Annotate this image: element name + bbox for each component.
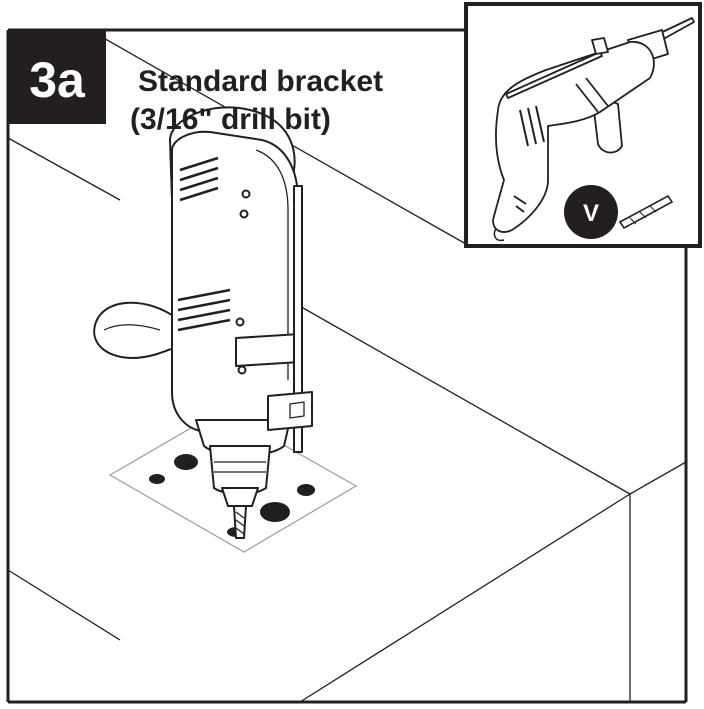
step-number: 3a: [29, 52, 86, 108]
template-hole: [149, 474, 165, 484]
drill-inset-icon: [492, 17, 695, 242]
title-line-1: Standard bracket: [138, 65, 383, 98]
callout-label: V: [583, 200, 599, 227]
drill-bit-icon: [618, 194, 674, 230]
concrete-slab: [7, 35, 687, 703]
step-badge: 3a: [8, 30, 106, 124]
template-hole: [260, 502, 290, 522]
template-hole: [297, 484, 315, 496]
callout-marker: V: [564, 185, 618, 239]
drill-main-icon: [93, 106, 313, 539]
title-line-2: (3/16" drill bit): [130, 103, 331, 136]
step-title: Standard bracket (3/16" drill bit): [130, 65, 383, 136]
template-hole: [174, 454, 198, 470]
